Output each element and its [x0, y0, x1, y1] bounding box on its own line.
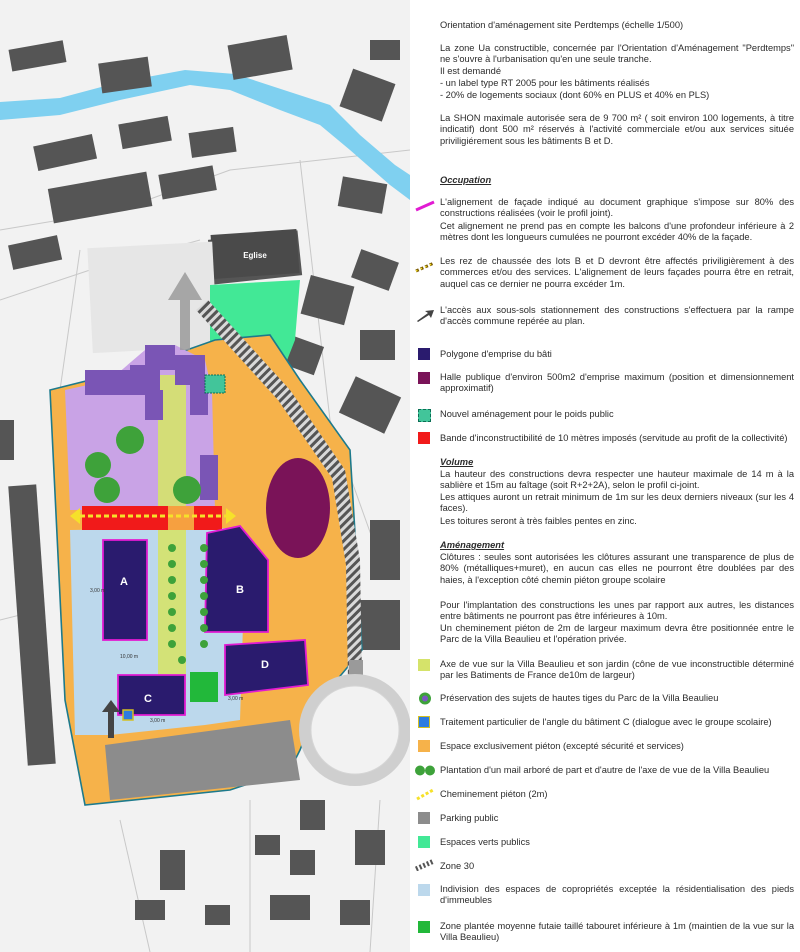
basement-access-arrow-icon — [102, 700, 120, 738]
amenagement-text: Clôtures : seules sont autorisées les cl… — [440, 552, 794, 585]
volume-text: Les toitures seront à très faibles pente… — [440, 516, 637, 526]
intro-text: La zone Ua constructible, concernée par … — [440, 43, 794, 65]
dimension-label: 10,00 m — [120, 654, 138, 660]
footpath-icon — [416, 788, 434, 801]
parking-swatch — [418, 812, 430, 824]
legend-text: Traitement particulier de l'angle du bât… — [440, 717, 772, 727]
legend-text: L'alignement de façade indiqué au docume… — [440, 197, 794, 219]
hall-swatch — [418, 372, 430, 384]
park-trees — [85, 426, 201, 504]
legend-text: L'accès aux sous-sols stationnement des … — [440, 305, 794, 327]
weighbridge-area — [204, 374, 226, 394]
ground-floor-commerce-icon — [415, 261, 435, 273]
corner-treatment-swatch — [418, 716, 430, 728]
building-footprints — [102, 525, 309, 716]
volume-heading: Volume — [440, 457, 474, 467]
indivision-swatch — [418, 884, 430, 896]
no-build-band — [82, 506, 222, 530]
legend-text: Plantation d'un mail arboré de part et d… — [440, 765, 770, 775]
view-arrow-icon — [168, 272, 202, 350]
legend-text: Cheminement piéton (2m) — [440, 789, 548, 799]
amenagement-heading: Aménagement — [440, 540, 505, 550]
legend-text: Les rez de chaussée des lots B et D devr… — [440, 256, 794, 289]
tree-mall — [168, 544, 208, 664]
tree-mall-icon — [415, 765, 435, 776]
frontage-alignment-icon — [415, 200, 435, 212]
intro-text: La SHON maximale autorisée sera de 9 700… — [440, 113, 794, 146]
legend-text: Espace exclusivement piéton (excepté séc… — [440, 741, 684, 751]
church-label: Eglise — [243, 251, 267, 260]
intro-text: Il est demandé — [440, 66, 501, 76]
legend-text: Halle publique d'environ 500m2 d'emprise… — [440, 372, 794, 394]
tree-preservation-icon — [419, 692, 431, 705]
low-planting-swatch — [418, 921, 430, 933]
intro-text: - un label type RT 2005 pour les bâtimen… — [440, 78, 650, 88]
legend-text: Zone 30 — [440, 861, 475, 871]
legend-text: Indivision des espaces de copropriétés e… — [440, 884, 794, 906]
intro-text: - 20% de logements sociaux (dont 60% en … — [440, 90, 710, 100]
building-label-c: C — [144, 693, 152, 705]
weighbridge-swatch — [418, 409, 431, 422]
park-buildings — [85, 345, 218, 500]
roundabout-center — [310, 685, 400, 775]
occupation-heading: Occupation — [440, 175, 492, 185]
legend-text: Bande d'inconstructibilité de 10 mètres … — [440, 433, 788, 443]
amenagement-text: Pour l'implantation des constructions le… — [440, 600, 794, 622]
legend-panel: Orientation d'aménagement site Perdtemps… — [412, 0, 796, 952]
building-c-corner — [122, 709, 134, 721]
legend-text: Nouvel aménagement pour le poids public — [440, 409, 614, 419]
no-build-swatch — [418, 432, 430, 444]
public-parking — [105, 720, 300, 800]
dimension-label: 3,00 m — [150, 718, 165, 724]
green-space-swatch — [418, 836, 430, 848]
legend-text: Polygone d'emprise du bâti — [440, 349, 552, 359]
church-building — [210, 229, 300, 279]
legend-text: Espaces verts publics — [440, 837, 530, 847]
access-arrow-icon — [417, 310, 434, 322]
building-label-b: B — [236, 584, 244, 596]
building-polygon-swatch — [418, 348, 430, 360]
legend-text: Zone plantée moyenne futaie taillé tabou… — [440, 921, 794, 943]
legend-text: Préservation des sujets de hautes tiges … — [440, 693, 719, 703]
legend-title: Orientation d'aménagement site Perdtemps… — [440, 20, 684, 30]
building-label-d: D — [261, 659, 269, 671]
legend-text: Axe de vue sur la Villa Beaulieu et son … — [440, 659, 794, 681]
roundabout — [299, 674, 410, 786]
site-plan-map: Eglise A B C D — [0, 0, 410, 952]
amenagement-text: Un cheminement piéton de 2m de largeur m… — [440, 623, 794, 645]
river — [0, 70, 410, 200]
pedestrian-swatch — [418, 740, 430, 752]
legend-text: Parking public — [440, 813, 499, 823]
low-planting-zone — [190, 672, 218, 702]
building-label-a: A — [120, 576, 128, 588]
legend-text: Cet alignement ne prend pas en compte le… — [440, 221, 794, 243]
dimension-label: 3,00 m — [90, 588, 105, 594]
view-axis-swatch — [418, 659, 430, 671]
volume-text: La hauteur des constructions devra respe… — [440, 469, 794, 491]
public-hall — [266, 458, 330, 558]
volume-text: Les attiques auront un retrait minimum d… — [440, 492, 794, 514]
zone-30-icon — [414, 858, 436, 871]
view-axis-crossing — [168, 506, 194, 530]
dimension-label: 3,00 m — [228, 696, 243, 702]
surrounding-buildings — [0, 35, 402, 925]
